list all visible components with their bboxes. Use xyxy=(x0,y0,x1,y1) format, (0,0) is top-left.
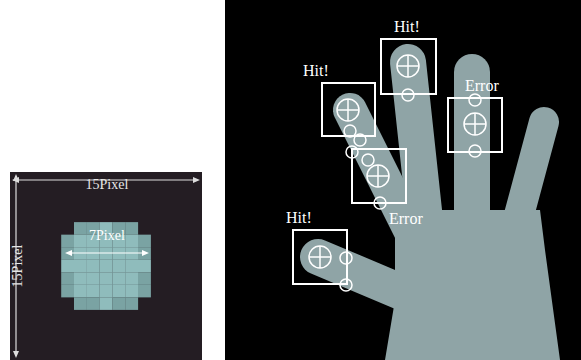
pixel xyxy=(125,297,138,310)
dimension-label: 15Pixel xyxy=(86,177,129,193)
pixel xyxy=(61,285,74,298)
pixel xyxy=(74,297,87,310)
pixel xyxy=(74,260,87,273)
pixel xyxy=(87,260,100,273)
detection-box: Hit! xyxy=(292,229,348,285)
detection-box: Hit! xyxy=(380,38,437,95)
pixel xyxy=(138,235,151,248)
pixel xyxy=(87,297,100,310)
pixel xyxy=(61,260,74,273)
result-label: Hit! xyxy=(303,62,329,80)
pixel xyxy=(100,297,113,310)
fingertip-markers xyxy=(309,55,486,291)
pixel xyxy=(125,235,138,248)
pixel xyxy=(87,272,100,285)
pixel xyxy=(138,285,151,298)
pixel xyxy=(125,222,138,235)
pixel xyxy=(125,272,138,285)
pixel xyxy=(74,235,87,248)
result-label: Hit! xyxy=(286,209,312,227)
pixel xyxy=(112,285,125,298)
pixel xyxy=(112,297,125,310)
pixel xyxy=(138,260,151,273)
pixel xyxy=(74,272,87,285)
dimension-label: 7Pixel xyxy=(89,228,125,244)
pixel xyxy=(112,272,125,285)
result-label: Hit! xyxy=(394,18,420,36)
result-label: Error xyxy=(465,77,499,95)
pixel xyxy=(61,235,74,248)
dimension-arrows xyxy=(12,174,200,358)
pixel xyxy=(100,285,113,298)
camera-panel xyxy=(225,0,581,360)
hand-palm xyxy=(385,210,560,360)
pixel xyxy=(100,272,113,285)
pixel xyxy=(138,272,151,285)
detection-box: Error xyxy=(447,97,503,153)
detection-box: Hit! xyxy=(321,82,376,137)
pixel xyxy=(125,260,138,273)
template-panel xyxy=(10,172,202,360)
detection-box: Error xyxy=(351,148,407,204)
pixel xyxy=(87,285,100,298)
pixel xyxy=(125,285,138,298)
pixel xyxy=(112,260,125,273)
dimension-label: 15Pixel xyxy=(10,245,26,288)
pixel xyxy=(74,285,87,298)
pixel xyxy=(100,260,113,273)
pixel xyxy=(74,222,87,235)
pixel xyxy=(61,272,74,285)
pixel-circle xyxy=(61,222,151,310)
result-label: Error xyxy=(389,210,423,228)
